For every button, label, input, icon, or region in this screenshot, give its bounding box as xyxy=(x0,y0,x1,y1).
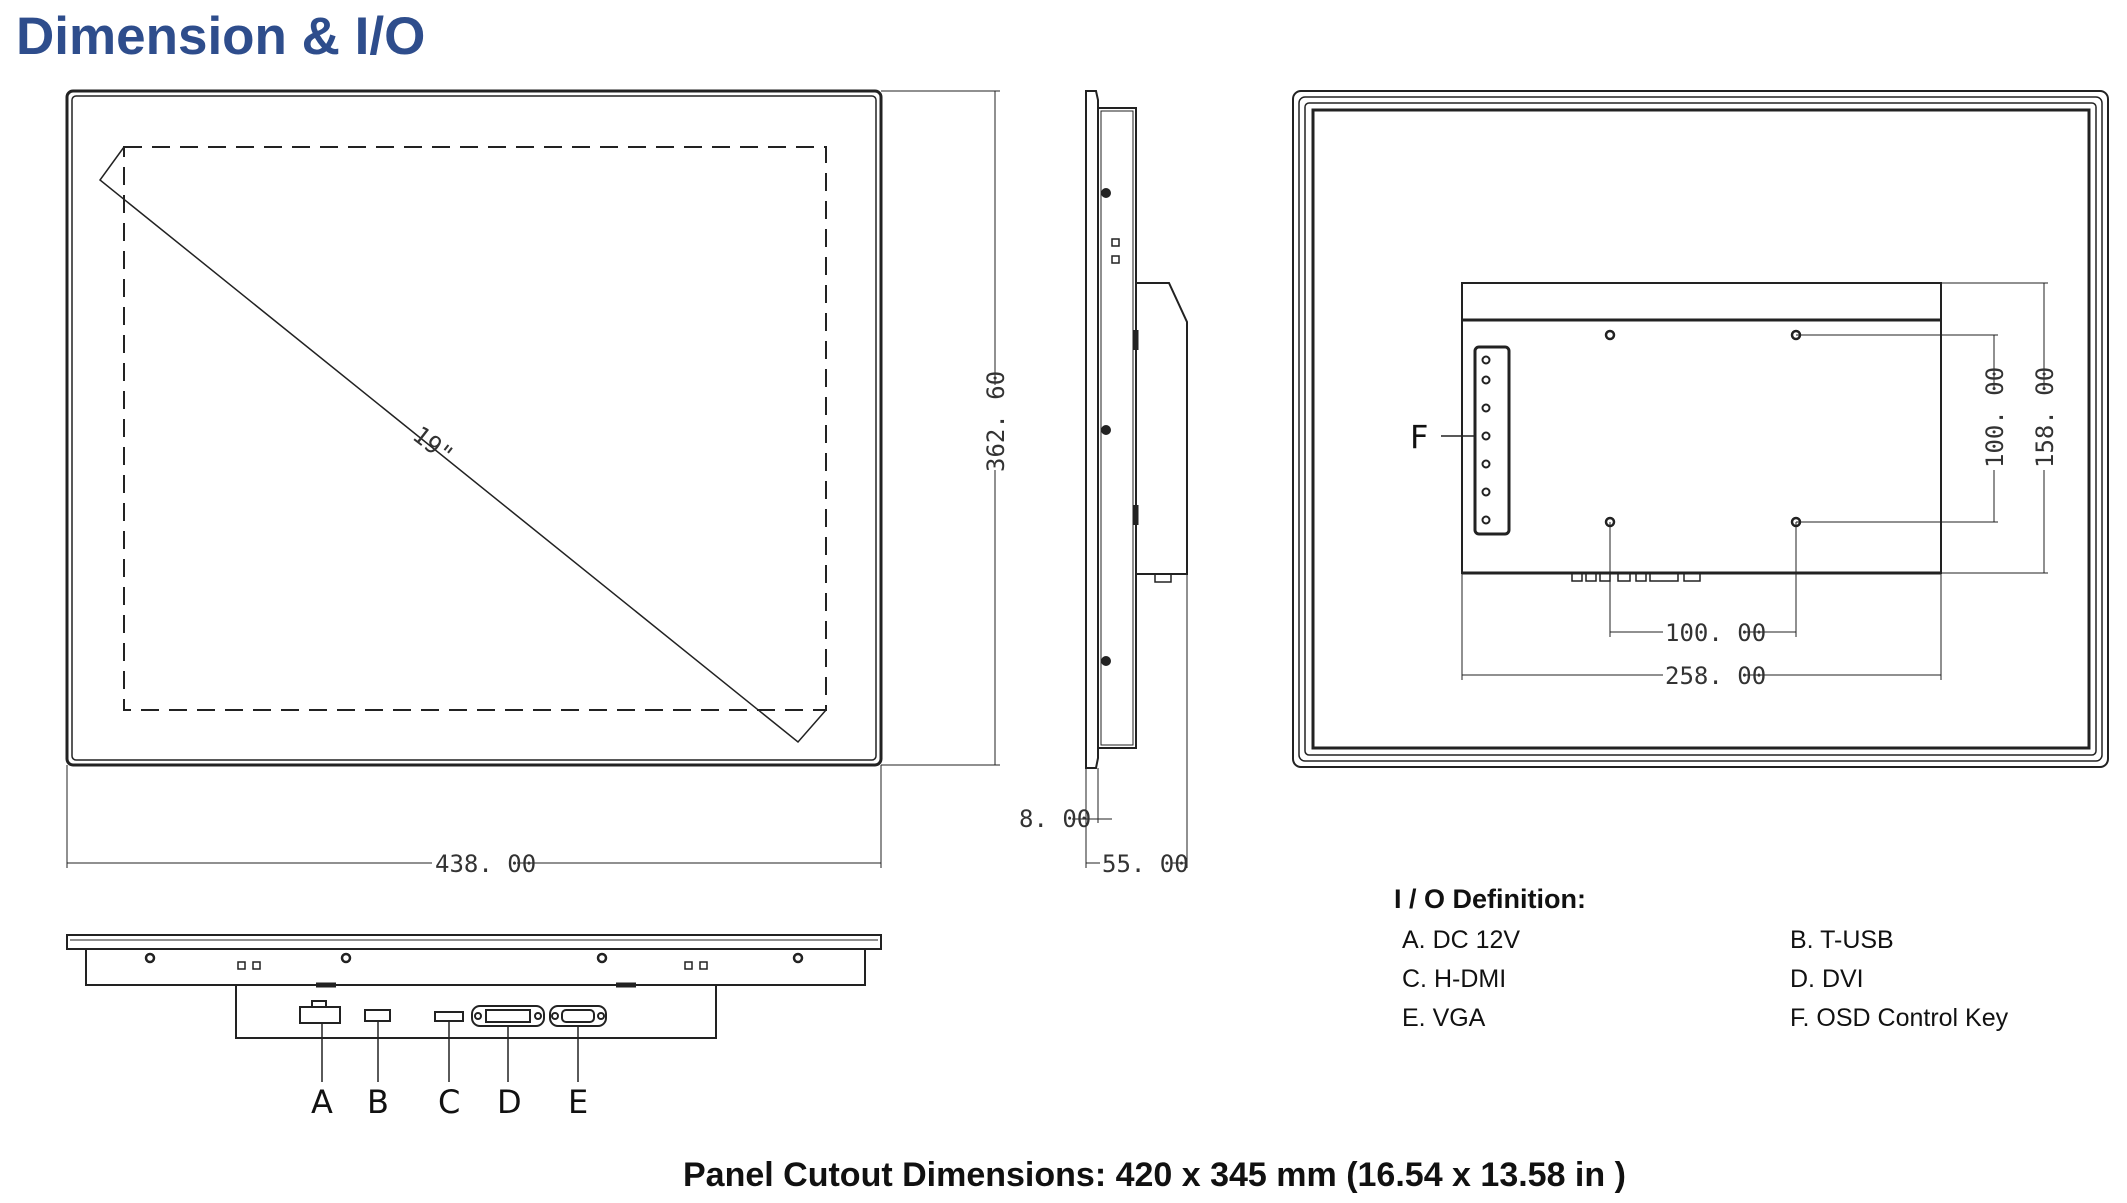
depth-dimension: 55. 00 xyxy=(1102,850,1189,878)
mount-vertical-dimension: 100. 00 xyxy=(1981,367,2009,468)
bottom-view xyxy=(66,934,882,1082)
width-dimension: 438. 00 xyxy=(435,850,536,878)
osd-label: F xyxy=(1410,418,1428,456)
bezel-dimension: 8. 00 xyxy=(1019,805,1091,833)
box-height-dimension: 158. 00 xyxy=(2031,367,2059,468)
io-item-e: E. VGA xyxy=(1402,1004,1486,1032)
port-label-a: A xyxy=(311,1083,333,1121)
io-item-d: D. DVI xyxy=(1790,965,1864,993)
port-label-b: B xyxy=(367,1083,389,1121)
height-dimension: 362. 60 xyxy=(982,371,1010,472)
port-label-c: C xyxy=(438,1083,460,1121)
mount-horizontal-dimension: 100. 00 xyxy=(1665,619,1766,647)
port-label-d: D xyxy=(497,1083,522,1121)
io-item-a: A. DC 12V xyxy=(1402,926,1521,954)
rear-view xyxy=(1292,90,2109,768)
io-item-f: F. OSD Control Key xyxy=(1790,1004,2009,1032)
io-item-b: B. T-USB xyxy=(1790,926,1894,954)
io-definition-title: I / O Definition: xyxy=(1394,884,1586,914)
box-width-dimension: 258. 00 xyxy=(1665,662,1766,690)
page-title: Dimension & I/O xyxy=(16,7,426,66)
side-view xyxy=(1072,90,1188,868)
panel-cutout-note: Panel Cutout Dimensions: 420 x 345 mm (1… xyxy=(683,1156,1626,1194)
port-label-e: E xyxy=(568,1083,588,1121)
io-item-c: C. H-DMI xyxy=(1402,965,1507,993)
front-view xyxy=(65,89,1000,868)
